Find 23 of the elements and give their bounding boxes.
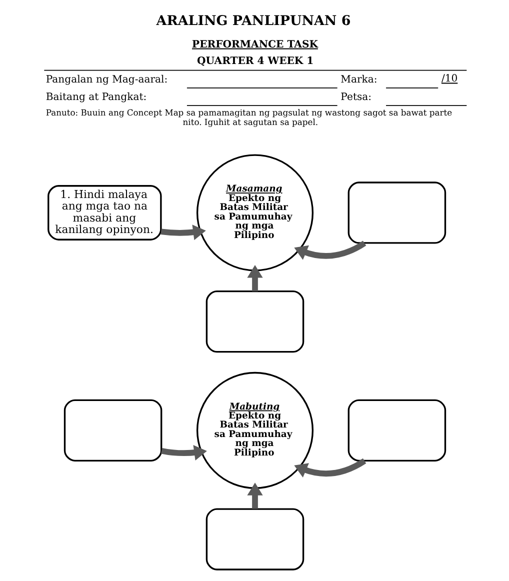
label: Panuto: Buuin ang Concept Map sa pamamagitan ng pagsulat ng wastong sagot sa bawat parte nito. Iguhit at sagutan sa papel.	[45, 108, 452, 127]
node-circle: Mabuting Epekto ng Batas Militar sa Pamumuhay ng mga Pilipino	[196, 372, 314, 489]
node-box: 1. Hindi malaya ang mga tao na masabi ang kanilang opinyon.	[47, 185, 162, 240]
arrow	[294, 458, 366, 478]
diagram-title: ARALING PANLIPUNAN 6	[156, 12, 350, 29]
label: /10	[440, 74, 458, 85]
arrow	[246, 482, 262, 509]
label: PERFORMANCE TASK	[192, 39, 318, 50]
node-box	[347, 399, 446, 462]
node-circle: Masamang Epekto ng Batas Militar sa Pamumuhay ng mga Pilipino	[196, 154, 314, 272]
node-box	[205, 290, 304, 353]
arrow	[160, 444, 206, 460]
label: Marka:	[340, 74, 377, 86]
arrow	[246, 264, 262, 292]
label: Petsa:	[340, 92, 372, 104]
label: Baitang at Pangkat:	[45, 92, 146, 104]
arrow	[160, 224, 206, 240]
label: Pangalan ng Mag-aaral:	[45, 74, 168, 86]
arrow	[294, 240, 366, 260]
node-box	[205, 508, 304, 570]
node-box	[347, 182, 446, 244]
node-box	[63, 399, 162, 462]
label: QUARTER 4 WEEK 1	[196, 56, 314, 68]
